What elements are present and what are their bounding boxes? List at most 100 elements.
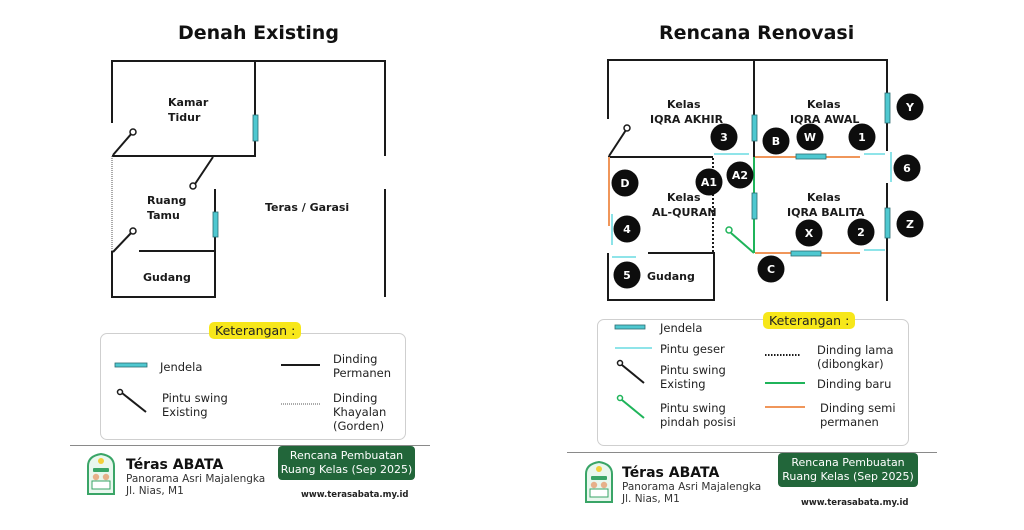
marker-6: 6 (893, 154, 921, 182)
existing-floor-plan: Kamar Tidur Ruang Tamu Gudang Teras / Ga… (111, 60, 386, 298)
marker-label: D (620, 177, 629, 190)
legend-window-symbol (614, 324, 646, 330)
room-label-akhir-line2: IQRA AKHIR (650, 113, 724, 126)
room-label-awal-line2: IQRA AWAL (790, 113, 859, 126)
room-label-akhir-line1: Kelas (667, 98, 701, 111)
marker-circle (795, 219, 823, 247)
legend-swing-door-symbol (116, 388, 147, 413)
marker-circle (726, 161, 754, 189)
renovation-plan-panel: Rencana Renovasi (512, 0, 1024, 530)
marker-label: 5 (623, 269, 631, 282)
swing-door-relocated (725, 226, 755, 254)
marker-w: W (796, 123, 824, 151)
marker-3: 3 (710, 123, 738, 151)
legend-label-pintu-swing: Pintu swing Existing (162, 391, 228, 419)
legend-label-dinding-khayalan: Dinding Khayalan (Gorden) (333, 391, 387, 433)
marker-5: 5 (613, 261, 641, 289)
marker-circle (796, 123, 824, 151)
room-label-kamar-line1: Kamar (168, 96, 209, 109)
room-label-awal-line1: Kelas (807, 98, 841, 111)
swing-door-tamu-bottom (112, 227, 137, 253)
marker-x: X (795, 219, 823, 247)
teras-abata-logo (585, 460, 613, 503)
brand-address: Panorama Asri Majalengka Jl. Nias, M1 (622, 481, 762, 505)
renovation-plan-title: Rencana Renovasi (659, 22, 855, 44)
legend-label-jendela: Jendela (160, 360, 203, 374)
existing-plan-panel: Denah Existing (70, 22, 430, 500)
room-label-gudang: Gudang (647, 270, 695, 283)
marker-a2: A2 (726, 161, 754, 189)
room-label-balita-line2: IQRA BALITA (787, 206, 865, 219)
swing-door-existing (608, 124, 631, 157)
marker-label: 4 (623, 223, 631, 236)
room-label-alquran-line1: Kelas (667, 191, 701, 204)
plan-badge: Rencana Pembuatan Ruang Kelas (Sep 2025) (778, 453, 918, 487)
marker-circle (848, 123, 876, 151)
swing-door-tamu-top (189, 156, 214, 190)
legend-symbols (114, 362, 320, 413)
marker-4: 4 (613, 215, 641, 243)
marker-label: 3 (720, 131, 728, 144)
marker-circle (710, 123, 738, 151)
renovation-floor-plan: Kelas IQRA AKHIR Kelas IQRA AWAL Kelas A… (607, 59, 924, 301)
swing-door-kamar (112, 128, 137, 156)
marker-label: B (772, 135, 780, 148)
marker-circle (896, 210, 924, 238)
window-y (884, 92, 891, 124)
window-a2 (751, 192, 758, 220)
window-x (790, 250, 822, 257)
legend-swing-door-relocated-symbol (616, 394, 645, 419)
teras-abata-logo (87, 452, 115, 495)
marker-a1: A1 (695, 168, 723, 196)
marker-circle (893, 154, 921, 182)
brand-name: Téras ABATA (622, 465, 720, 481)
footer-divider (567, 452, 937, 453)
legend-label-pintu-geser: Pintu geser (660, 342, 725, 356)
marker-label: 1 (858, 131, 866, 144)
legend-window-symbol (114, 362, 148, 368)
legend-label-pintu-swing-existing: Pintu swing Existing (660, 363, 726, 391)
room-label-tamu-line1: Ruang (147, 194, 186, 207)
marker-circle (762, 127, 790, 155)
room-label-gudang: Gudang (143, 271, 191, 284)
marker-circle (695, 168, 723, 196)
brand-name: Téras ABATA (126, 457, 224, 473)
room-label-alquran-line2: AL-QURAN (652, 206, 717, 219)
marker-circle (847, 218, 875, 246)
marker-label: X (805, 227, 814, 240)
marker-y: Y (896, 93, 924, 121)
marker-label: W (804, 131, 816, 144)
brand-address: Panorama Asri Majalengka Jl. Nias, M1 (126, 473, 266, 497)
legend-label-dinding-permanen: Dinding Permanen (333, 352, 392, 380)
room-label-teras: Teras / Garasi (265, 201, 349, 214)
plan-badge: Rencana Pembuatan Ruang Kelas (Sep 2025) (278, 446, 415, 480)
marker-z: Z (896, 210, 924, 238)
legend-title: Keterangan : (209, 322, 302, 339)
existing-plan-title: Denah Existing (178, 22, 339, 44)
legend-title: Keterangan : (763, 312, 856, 329)
website-link[interactable]: www.terasabata.my.id (301, 490, 409, 500)
marker-label: C (767, 263, 775, 276)
marker-2: 2 (847, 218, 875, 246)
legend-label-dinding-lama: Dinding lama (dibongkar) (817, 343, 894, 371)
legend-label-dinding-semi: Dinding semi permanen (820, 401, 896, 429)
window-kamar (252, 114, 259, 142)
room-label-kamar-line2: Tidur (168, 111, 201, 124)
marker-b: B (762, 127, 790, 155)
marker-d: D (611, 169, 639, 197)
footer-divider (70, 445, 430, 446)
room-label-tamu-line2: Tamu (147, 209, 180, 222)
marker-circle (613, 215, 641, 243)
marker-circle (896, 93, 924, 121)
legend-symbols (614, 324, 805, 419)
legend-label-jendela: Jendela (660, 321, 703, 335)
marker-c: C (757, 255, 785, 283)
marker-label: A2 (732, 169, 748, 182)
marker-circle (757, 255, 785, 283)
website-link[interactable]: www.terasabata.my.id (801, 498, 909, 508)
marker-label: 2 (857, 226, 865, 239)
window-tamu (212, 211, 219, 238)
marker-label: 6 (903, 162, 911, 175)
marker-1: 1 (848, 123, 876, 151)
legend-label-dinding-baru: Dinding baru (817, 377, 892, 391)
